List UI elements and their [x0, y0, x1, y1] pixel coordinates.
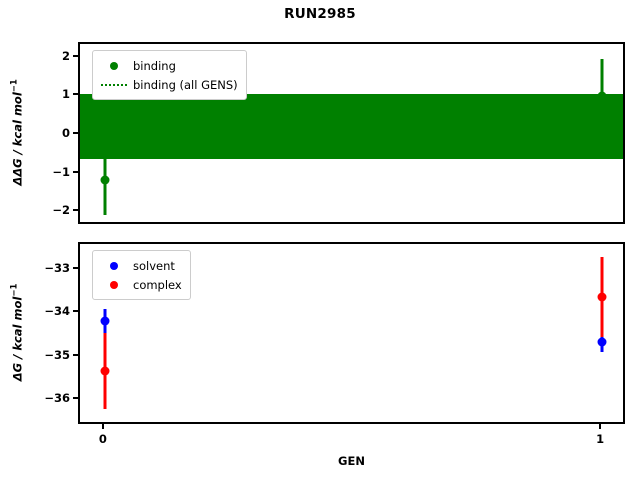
y-tick-mark: [73, 353, 78, 356]
y-axis-label-top: ΔΔG / kcal mol−1: [10, 41, 25, 223]
y-axis-label-top-text: G / kcal mol: [10, 92, 25, 168]
legend-marker-icon: [99, 261, 129, 270]
chart-panel-free-energy[interactable]: solvent complex: [78, 242, 625, 424]
y-axis-label-bottom-text: G / kcal mol: [10, 296, 25, 373]
y-tick-mark: [73, 267, 78, 269]
legend-item-complex[interactable]: complex: [99, 275, 182, 294]
y-tick-label: −33: [44, 261, 70, 275]
y-tick-label: −35: [44, 347, 70, 362]
page-title: RUN2985: [284, 6, 356, 22]
y-tick-label: −2: [52, 203, 70, 218]
data-point-marker[interactable]: [100, 366, 110, 376]
confidence-band-all-gens: [80, 94, 623, 160]
data-point-marker[interactable]: [597, 91, 607, 101]
y-axis-label-bottom-exponent: −1: [9, 283, 20, 297]
y-axis-label-top-delta: ΔΔ: [10, 167, 25, 186]
y-tick-mark: [73, 397, 78, 399]
x-tick-mark: [101, 424, 104, 429]
x-tick-mark: [599, 424, 602, 429]
legend-label-binding-all-gens: binding (all GENS): [133, 77, 238, 92]
y-tick-label: −36: [44, 391, 70, 405]
x-axis-label: GEN: [338, 454, 365, 468]
x-tick-label: 1: [596, 432, 605, 446]
data-point-marker[interactable]: [597, 292, 607, 302]
y-tick-mark: [73, 310, 78, 313]
y-tick-label: 1: [61, 87, 70, 102]
data-point-marker[interactable]: [100, 316, 110, 326]
data-point-marker[interactable]: [100, 175, 110, 185]
plot-area-top: [80, 44, 623, 222]
y-tick-label: −1: [52, 164, 70, 179]
y-axis-label-top-exponent: −1: [9, 79, 20, 93]
y-tick-mark: [73, 132, 78, 134]
legend-bottom[interactable]: solvent complex: [92, 250, 191, 300]
legend-item-binding-all-gens[interactable]: binding (all GENS): [99, 75, 238, 94]
legend-dotted-line-icon: [99, 83, 129, 86]
legend-item-solvent[interactable]: solvent: [99, 256, 182, 275]
legend-marker-icon: [99, 280, 129, 289]
legend-top[interactable]: binding binding (all GENS): [92, 50, 247, 100]
y-tick-label: −34: [44, 304, 70, 319]
y-tick-label: 0: [61, 126, 70, 140]
plot-area-bottom: [80, 244, 623, 422]
y-tick-mark: [73, 54, 78, 57]
legend-label-solvent: solvent: [133, 258, 175, 273]
y-tick-mark: [73, 93, 78, 96]
y-tick-label: 2: [61, 48, 70, 63]
legend-label-complex: complex: [133, 277, 182, 292]
x-tick-label: 0: [98, 432, 107, 446]
y-axis-label-bottom: ΔG / kcal mol−1: [10, 241, 25, 423]
chart-panel-binding[interactable]: binding binding (all GENS): [78, 42, 625, 224]
legend-label-binding: binding: [133, 58, 176, 73]
legend-marker-icon: [99, 61, 129, 70]
data-point-marker[interactable]: [597, 337, 607, 347]
y-tick-mark: [73, 170, 78, 173]
y-axis-label-bottom-delta: Δ: [10, 372, 25, 382]
y-tick-mark: [73, 209, 78, 212]
legend-item-binding[interactable]: binding: [99, 56, 238, 75]
